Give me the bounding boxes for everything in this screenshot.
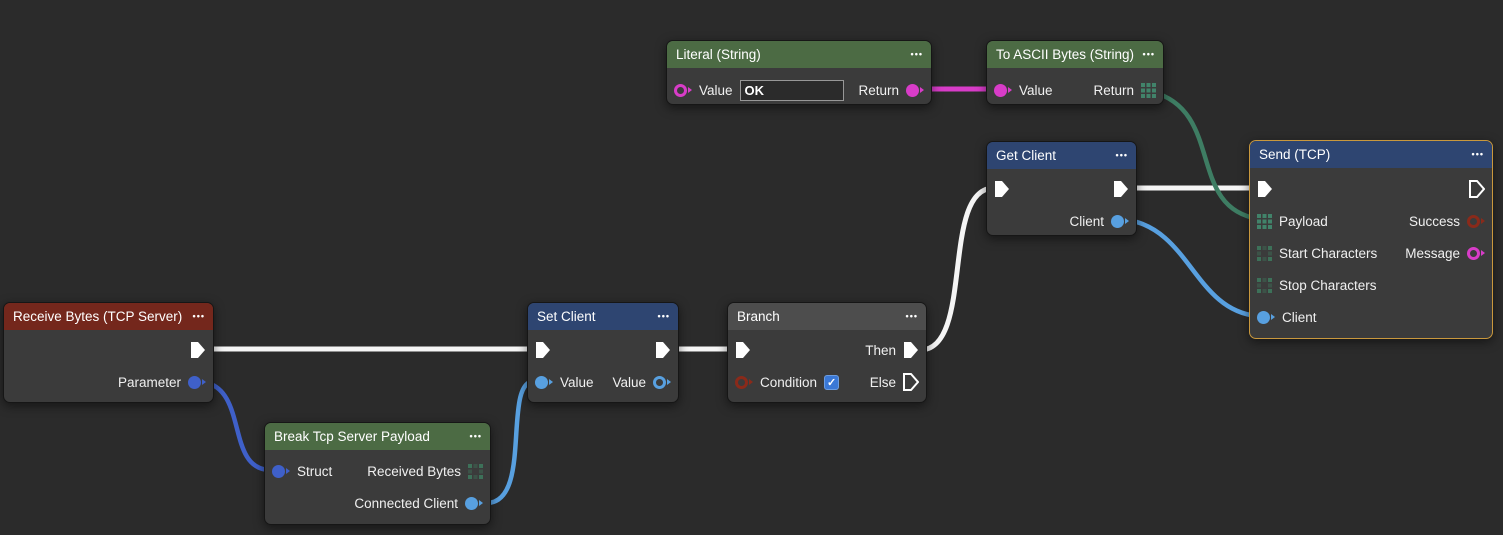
- pin-label: Return: [858, 82, 899, 98]
- wire-ascii-return-to-send-payload[interactable]: [1150, 89, 1262, 222]
- node-menu-icon[interactable]: •••: [1471, 149, 1484, 159]
- pin-label: Success: [1408, 213, 1460, 229]
- node-header[interactable]: Literal (String) •••: [667, 41, 931, 68]
- pin-label: Struct: [297, 463, 333, 479]
- pin-label: Payload: [1279, 213, 1328, 229]
- pin-label: Condition: [760, 374, 818, 390]
- struct-input-pin[interactable]: [272, 464, 290, 478]
- node-header[interactable]: Branch •••: [728, 303, 926, 330]
- client-output-pin[interactable]: [1111, 214, 1129, 228]
- node-branch[interactable]: Branch ••• Then Condition ✓ Else: [727, 302, 927, 403]
- exec-output-pin[interactable]: [190, 341, 206, 359]
- payload-input-pin[interactable]: [1257, 213, 1272, 229]
- message-output-pin[interactable]: [1467, 246, 1485, 260]
- value-input-pin[interactable]: [994, 83, 1012, 97]
- node-header[interactable]: Send (TCP) •••: [1250, 141, 1492, 168]
- exec-output-pin[interactable]: [1113, 180, 1129, 198]
- pin-label: Message: [1405, 245, 1460, 261]
- node-get-client[interactable]: Get Client ••• Client: [986, 141, 1137, 236]
- node-menu-icon[interactable]: •••: [1142, 49, 1155, 59]
- stop-characters-input-pin[interactable]: [1257, 277, 1272, 293]
- pin-label: Start Characters: [1279, 245, 1378, 261]
- node-to-ascii-bytes[interactable]: To ASCII Bytes (String) ••• Value Return: [986, 40, 1164, 105]
- pin-label: Parameter: [117, 374, 181, 390]
- node-header[interactable]: Get Client •••: [987, 142, 1136, 169]
- condition-input-pin[interactable]: [735, 375, 753, 389]
- exec-input-pin[interactable]: [994, 180, 1010, 198]
- node-menu-icon[interactable]: •••: [910, 49, 923, 59]
- connected-client-output-pin[interactable]: [465, 496, 483, 510]
- return-bytes-output-pin[interactable]: [1141, 82, 1156, 98]
- node-header[interactable]: To ASCII Bytes (String) •••: [987, 41, 1163, 68]
- node-menu-icon[interactable]: •••: [469, 431, 482, 441]
- literal-value-input[interactable]: [739, 79, 844, 101]
- pin-label: Return: [1093, 82, 1134, 98]
- pin-label: Value: [699, 82, 733, 98]
- wire-connectedclient-to-setclient-value[interactable]: [484, 378, 537, 506]
- pin-label: Received Bytes: [367, 463, 461, 479]
- else-output-pin[interactable]: [903, 373, 919, 391]
- client-input-pin[interactable]: [1257, 310, 1275, 324]
- condition-checkbox[interactable]: ✓: [824, 374, 840, 390]
- value-output-pin[interactable]: [653, 375, 671, 389]
- node-title: To ASCII Bytes (String): [996, 47, 1135, 62]
- pin-label: Then: [865, 342, 896, 358]
- exec-input-pin[interactable]: [735, 341, 751, 359]
- exec-output-pin[interactable]: [1469, 180, 1485, 198]
- wire-getclient-client-to-send-client[interactable]: [1125, 217, 1260, 319]
- pin-label: Client: [1069, 213, 1104, 229]
- start-characters-input-pin[interactable]: [1257, 245, 1272, 261]
- node-header[interactable]: Break Tcp Server Payload •••: [265, 423, 490, 450]
- node-receive-bytes[interactable]: Receive Bytes (TCP Server) ••• Parameter: [3, 302, 214, 403]
- node-header[interactable]: Set Client •••: [528, 303, 678, 330]
- pin-label: Else: [869, 374, 896, 390]
- exec-input-pin[interactable]: [1257, 180, 1273, 198]
- node-title: Literal (String): [676, 47, 761, 62]
- received-bytes-output-pin[interactable]: [468, 463, 483, 479]
- exec-output-pin[interactable]: [655, 341, 671, 359]
- node-title: Send (TCP): [1259, 147, 1331, 162]
- pin-label: Client: [1282, 309, 1317, 325]
- node-menu-icon[interactable]: •••: [1115, 150, 1128, 160]
- exec-input-pin[interactable]: [535, 341, 551, 359]
- value-input-pin[interactable]: [535, 375, 553, 389]
- success-output-pin[interactable]: [1467, 214, 1485, 228]
- pin-label: Connected Client: [354, 495, 458, 511]
- pin-label: Stop Characters: [1279, 277, 1377, 293]
- node-title: Receive Bytes (TCP Server): [13, 309, 183, 324]
- value-input-pin[interactable]: [674, 83, 692, 97]
- return-output-pin[interactable]: [906, 83, 924, 97]
- node-break-tcp-server-payload[interactable]: Break Tcp Server Payload ••• Struct Rece…: [264, 422, 491, 525]
- node-menu-icon[interactable]: •••: [657, 311, 670, 321]
- node-header[interactable]: Receive Bytes (TCP Server) •••: [4, 303, 213, 330]
- node-menu-icon[interactable]: •••: [192, 311, 205, 321]
- node-title: Break Tcp Server Payload: [274, 429, 430, 444]
- node-send-tcp[interactable]: Send (TCP) ••• Payload Success Start Cha…: [1249, 140, 1493, 339]
- node-title: Set Client: [537, 309, 596, 324]
- node-set-client[interactable]: Set Client ••• Value Value: [527, 302, 679, 403]
- node-title: Get Client: [996, 148, 1057, 163]
- node-literal-string[interactable]: Literal (String) ••• Value Return: [666, 40, 932, 105]
- parameter-output-pin[interactable]: [188, 375, 206, 389]
- node-menu-icon[interactable]: •••: [905, 311, 918, 321]
- node-title: Branch: [737, 309, 780, 324]
- pin-label: Value: [612, 374, 646, 390]
- wire-parameter-to-struct[interactable]: [201, 379, 272, 473]
- then-output-pin[interactable]: [903, 341, 919, 359]
- pin-label: Value: [560, 374, 594, 390]
- wire-branch-then-to-getclient-exec[interactable]: [917, 185, 997, 353]
- pin-label: Value: [1019, 82, 1053, 98]
